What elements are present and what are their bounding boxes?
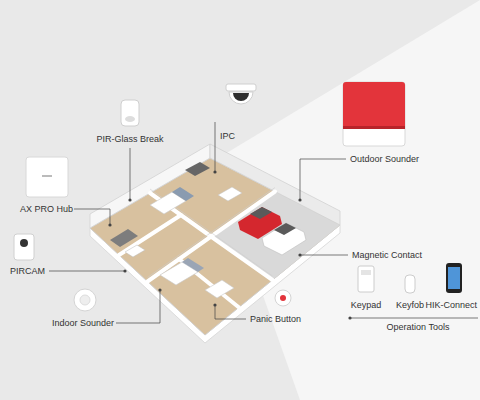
part-name: AX PRO Hub [20,204,73,214]
ipc-camera-icon [226,84,256,104]
hub-icon [26,157,68,197]
part-name: Panic Button [250,314,301,324]
pircam-icon [14,234,34,260]
part-name: IPC [220,131,235,141]
part-name: Keyfob [396,300,424,310]
phone-icon [446,263,462,293]
part-name: Magnetic Contact [352,250,422,260]
part-name: HIK-Connect [425,300,477,310]
keypad-icon [358,266,374,292]
part-name: PIRCAM [10,266,45,276]
outdoor-sounder-icon [343,82,405,146]
part-name: Indoor Sounder [52,318,114,328]
leader-dots [108,170,351,319]
part-name: Outdoor Sounder [350,154,419,164]
part-name: Keypad [351,300,382,310]
devices [14,82,462,311]
leader-lines [49,122,478,323]
house [90,144,340,343]
keyfob-icon [405,275,415,293]
indoor-sounder-icon [74,289,96,311]
pir-glass-break-icon [121,100,139,126]
cars [238,207,306,255]
part-name: PIR-Glass Break [96,134,163,144]
group-label: Operation Tools [387,322,450,332]
panic-button-icon [275,290,291,306]
